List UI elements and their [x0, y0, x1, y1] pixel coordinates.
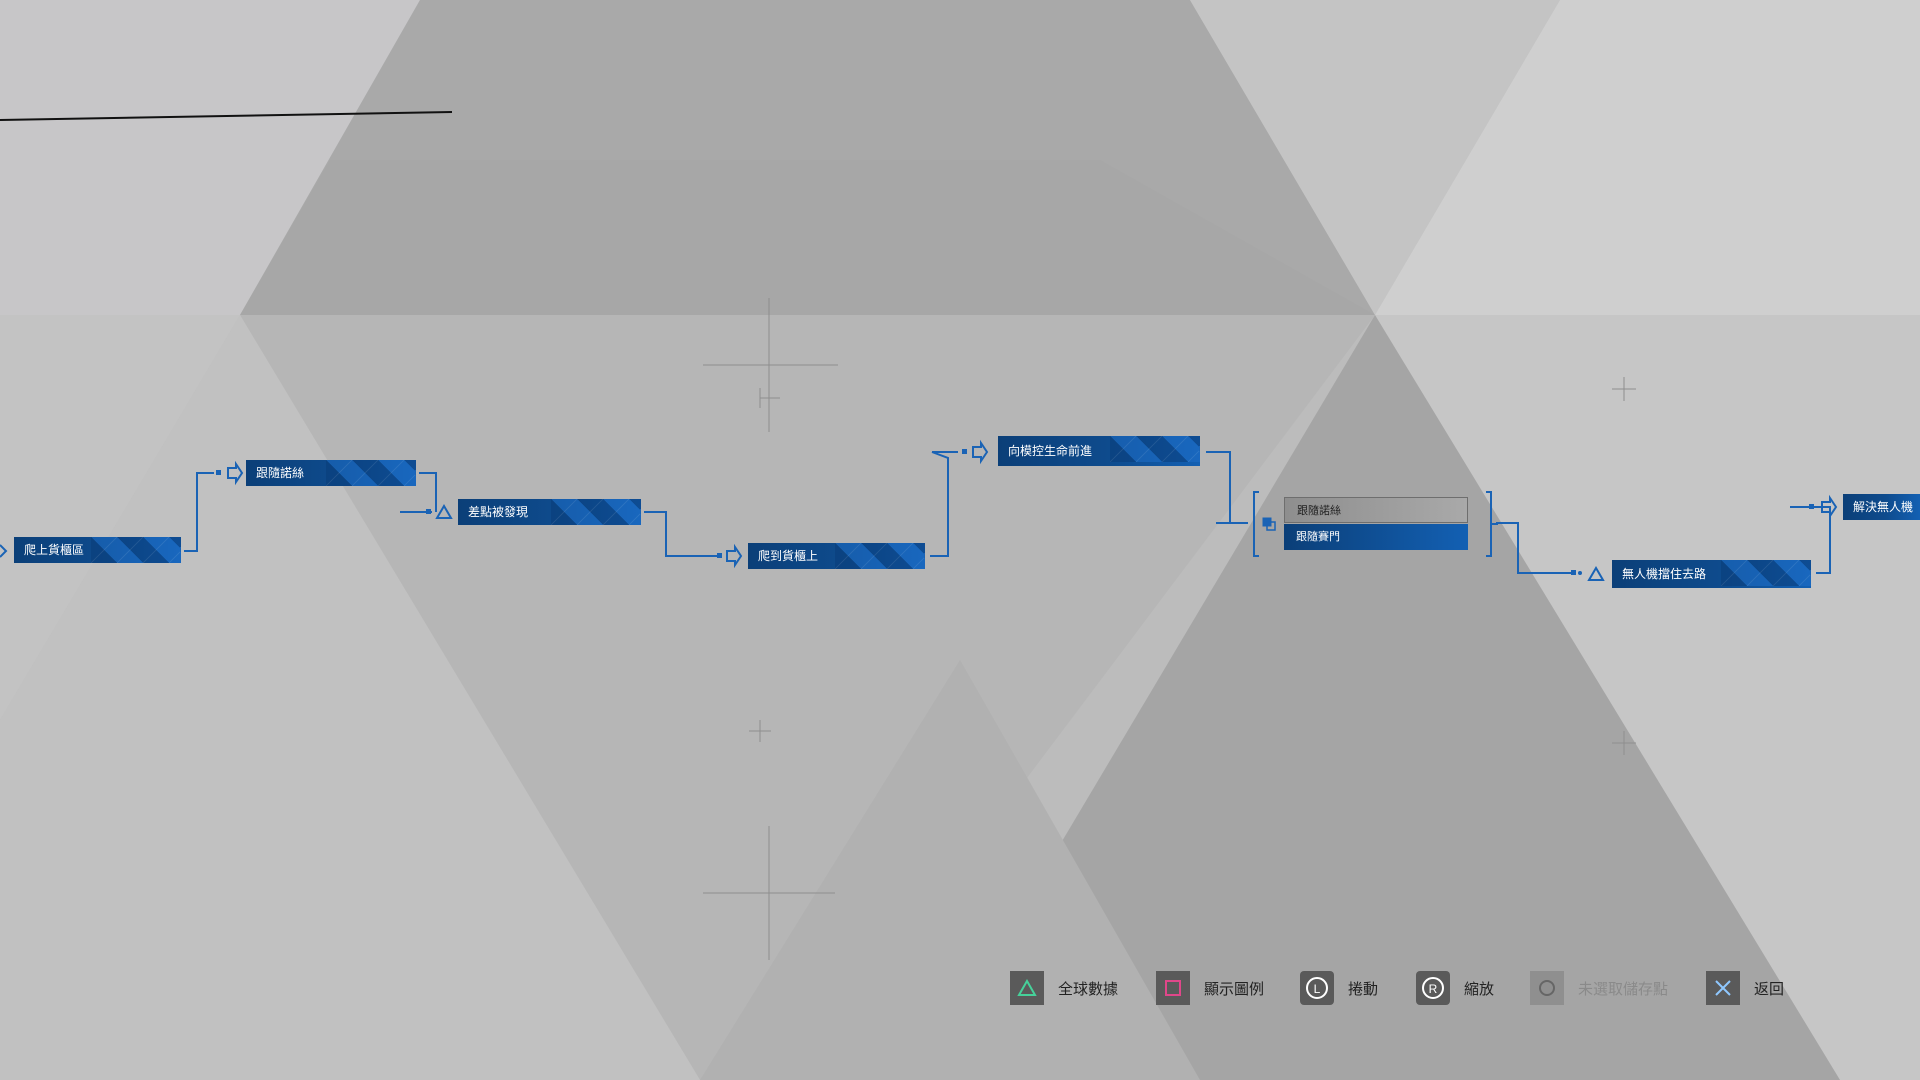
hud-show-legend[interactable]: 顯示圖例	[1156, 968, 1264, 1008]
node-pattern	[551, 499, 641, 525]
hud-zoom-label: 縮放	[1464, 979, 1495, 998]
hud-checkpoint-label: 未選取儲存點	[1578, 979, 1669, 998]
hud-scroll-label: 捲動	[1348, 979, 1379, 998]
svg-text:R: R	[1429, 982, 1438, 996]
branch-choice[interactable]: 跟隨諾絲 跟隨賽門	[1284, 497, 1468, 552]
hud-show-legend-label: 顯示圖例	[1204, 979, 1265, 998]
node-drone-blocks-path[interactable]: 無人機擋住去路	[1612, 560, 1811, 588]
node-label: 無人機擋住去路	[1622, 567, 1707, 581]
node-pin	[180, 547, 181, 552]
node-pattern	[326, 460, 416, 486]
node-pin	[924, 553, 925, 558]
node-label: 爬到貨櫃上	[758, 549, 819, 563]
left-stick-icon: L	[1300, 971, 1334, 1005]
node-pin	[415, 470, 416, 475]
node-pin	[1199, 446, 1200, 451]
node-label: 向模控生命前進	[1008, 444, 1093, 458]
hud-back[interactable]: 返回	[1706, 968, 1784, 1008]
node-almost-discovered[interactable]: 差點被發現	[458, 499, 641, 525]
hud-zoom[interactable]: R 縮放	[1416, 968, 1494, 1008]
circle-button-icon	[1530, 971, 1564, 1005]
node-pattern	[1110, 436, 1200, 462]
node-pin	[1810, 570, 1811, 575]
hud-global-data-label: 全球數據	[1058, 979, 1119, 998]
hud-checkpoint[interactable]: 未選取儲存點	[1530, 968, 1668, 1008]
node-follow-north[interactable]: 跟隨諾絲	[246, 460, 416, 486]
hud-global-data[interactable]: 全球數據	[1010, 968, 1118, 1008]
branch-option-follow-simon[interactable]: 跟隨賽門	[1284, 524, 1468, 550]
node-pattern	[1721, 560, 1811, 586]
cross-button-icon	[1706, 971, 1740, 1005]
node-pattern	[835, 543, 925, 569]
triangle-button-icon	[1010, 971, 1044, 1005]
node-advance-to-cyberlife[interactable]: 向模控生命前進	[998, 436, 1200, 466]
hud-scroll[interactable]: L 捲動	[1300, 968, 1378, 1008]
svg-text:L: L	[1314, 982, 1321, 996]
right-stick-icon: R	[1416, 971, 1450, 1005]
node-label: 跟隨諾絲	[256, 466, 305, 480]
node-pattern	[91, 537, 181, 563]
hud-back-label: 返回	[1754, 979, 1785, 998]
node-climb-container-area[interactable]: 爬上貨櫃區	[14, 537, 181, 563]
node-deal-with-drone[interactable]: 解決無人機	[1843, 494, 1920, 520]
node-pin	[640, 509, 641, 514]
node-label: 解決無人機	[1853, 500, 1914, 514]
branch-option-follow-north[interactable]: 跟隨諾絲	[1284, 497, 1468, 523]
node-label: 差點被發現	[468, 505, 529, 519]
square-button-icon	[1156, 971, 1190, 1005]
node-climb-onto-container[interactable]: 爬到貨櫃上	[748, 543, 925, 569]
node-label: 爬上貨櫃區	[24, 543, 85, 557]
